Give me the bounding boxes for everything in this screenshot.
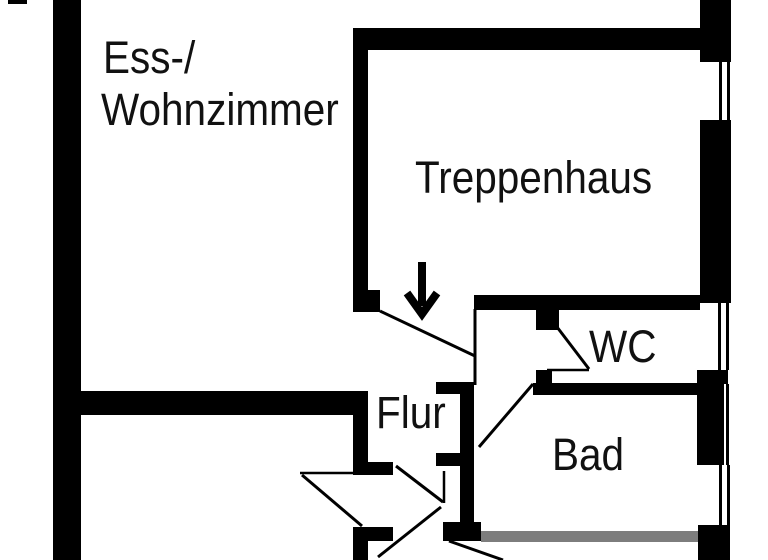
room-label-treppenhaus: Treppenhaus <box>415 152 653 203</box>
window-wc-line-outer <box>726 303 729 370</box>
wall-treppenhaus-south <box>474 295 700 310</box>
door-leaf-wc <box>555 326 591 370</box>
wall-wohnzimmer-flur-divider <box>78 391 368 415</box>
window-bad-line-outer <box>727 465 730 525</box>
wall-right-segment-1 <box>700 0 731 62</box>
wall-treppenhaus-left-foot <box>353 290 380 312</box>
room-label-esszimmer-line1: Ess-/ <box>103 32 196 83</box>
door-leaf-bad <box>477 383 535 448</box>
wall-wc-bad-divider-stub <box>536 370 552 383</box>
wall-right-segment-4 <box>697 384 724 465</box>
wall-treppenhaus-top <box>353 28 731 50</box>
wall-right-segment-5 <box>698 525 730 560</box>
door-leaf-left-room <box>301 473 363 528</box>
door-leaf-treppenhaus <box>379 309 476 358</box>
wall-wc-bad-divider <box>533 383 698 395</box>
door-jamb-bottom-room <box>443 522 481 541</box>
window-treppenhaus-line-outer <box>727 62 730 120</box>
door-leaf-bottom-right <box>448 539 504 560</box>
room-label-bad: Bad <box>552 429 625 480</box>
window-treppenhaus-line-inner <box>719 62 722 120</box>
door-leaf-vestibule <box>395 464 444 504</box>
room-label-flur: Flur <box>376 387 446 438</box>
door-jamb-wc <box>536 310 559 330</box>
room-label-wc: WC <box>589 321 657 372</box>
window-bad-line-inner <box>719 465 722 525</box>
wall-flur-left-upper <box>353 415 368 475</box>
entrance-arrow-icon <box>403 262 441 321</box>
window-wc-line-inner <box>718 303 721 370</box>
wall-bad-south-gray <box>481 531 698 542</box>
wall-right-outer-line <box>726 384 729 465</box>
wall-right-segment-2 <box>700 120 731 303</box>
wall-treppenhaus-left <box>353 28 368 290</box>
wall-right-segment-3 <box>697 370 728 384</box>
wall-left-exterior <box>53 0 81 560</box>
wall-top-left-tick <box>8 0 27 4</box>
room-label-esszimmer-line2: Wohnzimmer <box>101 84 339 135</box>
door-jamb-left-room-top <box>353 462 393 475</box>
door-jamb-left-room-bottom <box>353 527 393 541</box>
door-jamb-vestibule <box>436 453 474 466</box>
wall-bad-left-top-stub <box>436 382 474 394</box>
door-leaf-lower <box>377 505 442 559</box>
